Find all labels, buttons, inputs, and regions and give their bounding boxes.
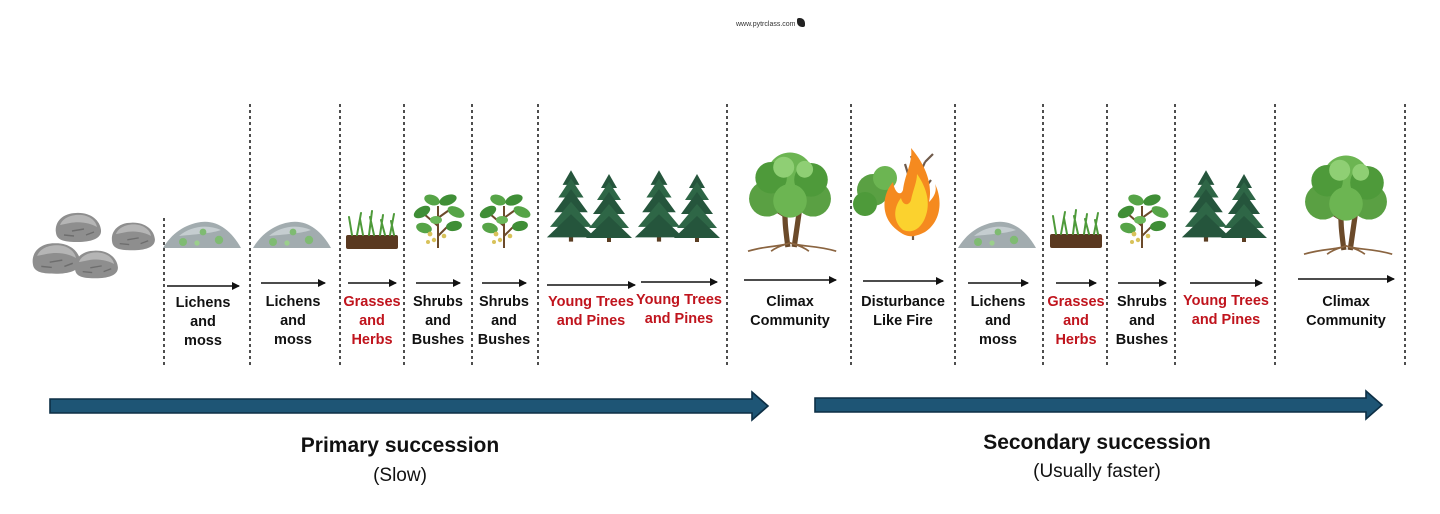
watermark-text: www.pytrclass.com (736, 21, 796, 28)
rock-with-lichens-icon (958, 221, 1036, 248)
watermark: www.pytrclass.com (736, 18, 805, 28)
secondary-succession-subtitle: (Usually faster) (1033, 461, 1161, 482)
pine-trees-icon (547, 170, 632, 242)
primary-succession-subtitle: (Slow) (373, 465, 427, 486)
shrub-icon (476, 191, 534, 249)
bare-rocks-icon (31, 212, 156, 279)
stage-separators (163, 104, 1406, 366)
burning-tree-icon (851, 146, 941, 242)
secondary-succession-title: Secondary succession (983, 431, 1211, 454)
rock-with-lichens-icon (253, 221, 331, 248)
shrub-icon (410, 191, 468, 249)
pine-trees-icon (1182, 170, 1267, 242)
phase-arrow-primary (49, 390, 770, 422)
watermark-logo-icon (796, 18, 805, 27)
oak-tree-icon (1304, 156, 1392, 255)
stage-arrows (167, 275, 1395, 290)
stage-icons (163, 146, 1392, 255)
grass-tuft-icon (1049, 209, 1103, 249)
oak-tree-icon (748, 153, 836, 252)
primary-succession-title: Primary succession (300, 434, 500, 457)
phase-arrow-secondary (814, 389, 1384, 421)
rock-with-lichens-icon (163, 221, 241, 248)
pine-trees-icon (635, 170, 720, 242)
grass-tuft-icon (345, 210, 399, 250)
shrub-icon (1114, 191, 1172, 249)
